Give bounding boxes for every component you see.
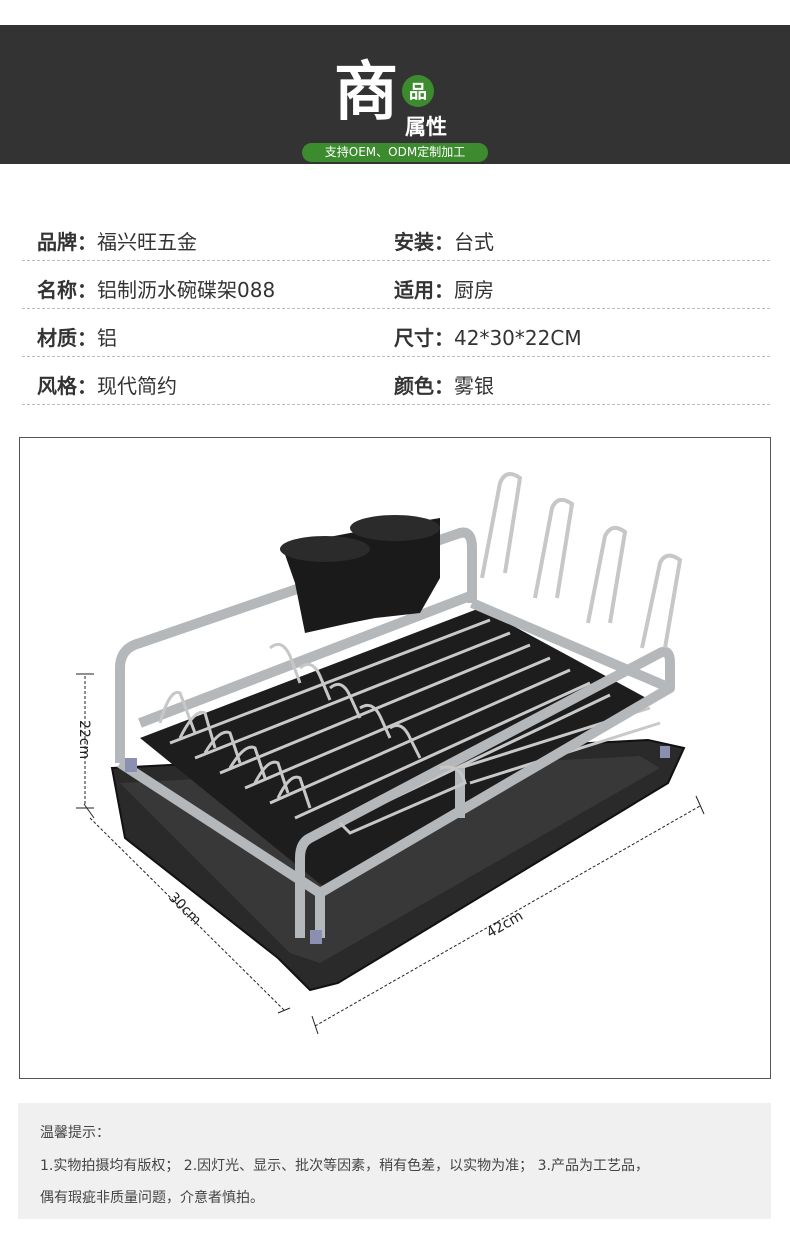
- customization-pill: 支持OEM、ODM定制加工: [302, 143, 488, 162]
- spec-key: 尺寸：: [394, 326, 454, 350]
- product-photo-frame: 22cm 30cm 42cm: [19, 437, 771, 1079]
- header-subtitle: 属性: [405, 115, 447, 139]
- notes-box: 温馨提示： 1.实物拍摄均有版权； 2.因灯光、显示、批次等因素，稍有色差，以实…: [18, 1103, 771, 1219]
- width-dimension-line: [311, 795, 705, 1035]
- spec-value: 铝: [97, 326, 117, 350]
- spec-cell-right: 颜色：雾银: [394, 370, 494, 399]
- spec-key: 适用：: [394, 278, 454, 302]
- notes-line: 偶有瑕疵非质量问题，介意者慎拍。: [40, 1190, 264, 1206]
- spec-cell-right: 安装：台式: [394, 226, 494, 255]
- plate-holders: [158, 642, 467, 835]
- notes-title: 温馨提示：: [40, 1125, 110, 1141]
- spec-value: 铝制沥水碗碟架088: [97, 278, 276, 302]
- spec-cell-left: 名称：铝制沥水碗碟架088: [37, 274, 275, 303]
- spec-row: 风格：现代简约 颜色：雾银: [22, 358, 770, 405]
- header-big-char: 商: [334, 56, 398, 130]
- utensil-cup: [280, 515, 440, 633]
- height-dimension-label: 22cm: [76, 720, 92, 759]
- spec-key: 材质：: [37, 326, 97, 350]
- spec-key: 安装：: [394, 230, 454, 254]
- notes-line: 1.实物拍摄均有版权； 2.因灯光、显示、批次等因素，稍有色差，以实物为准； 3…: [40, 1158, 649, 1174]
- spec-value: 福兴旺五金: [97, 230, 197, 254]
- spec-row: 品牌：福兴旺五金 安装：台式: [22, 214, 770, 261]
- height-dimension-line: [76, 673, 94, 809]
- spec-row: 名称：铝制沥水碗碟架088 适用：厨房: [22, 262, 770, 309]
- spec-value: 现代简约: [97, 374, 177, 398]
- spec-row: 材质：铝 尺寸：42*30*22CM: [22, 310, 770, 357]
- spec-value: 厨房: [454, 278, 494, 302]
- back-plate-holders: [480, 472, 683, 649]
- spec-key: 名称：: [37, 278, 97, 302]
- spec-key: 风格：: [37, 374, 97, 398]
- depth-dimension-line: [83, 803, 291, 1014]
- spec-cell-left: 风格：现代简约: [37, 370, 177, 399]
- header-circle-badge: 品: [402, 75, 434, 107]
- spec-cell-right: 尺寸：42*30*22CM: [394, 322, 582, 351]
- aluminium-frame: [115, 527, 675, 938]
- spec-key: 颜色：: [394, 374, 454, 398]
- header-banner: 商 品 属性 支持OEM、ODM定制加工: [0, 25, 790, 164]
- spec-value: 42*30*22CM: [454, 326, 582, 350]
- spec-cell-left: 品牌：福兴旺五金: [37, 226, 197, 255]
- rack-feet: [125, 746, 670, 944]
- spec-cell-right: 适用：厨房: [394, 274, 494, 303]
- spec-value: 雾银: [454, 374, 494, 398]
- spec-value: 台式: [454, 230, 494, 254]
- dish-rack-illustration: 22cm 30cm 42cm: [76, 472, 705, 1035]
- spec-key: 品牌：: [37, 230, 97, 254]
- spec-cell-left: 材质：铝: [37, 322, 117, 351]
- width-dimension-label: 42cm: [484, 908, 526, 941]
